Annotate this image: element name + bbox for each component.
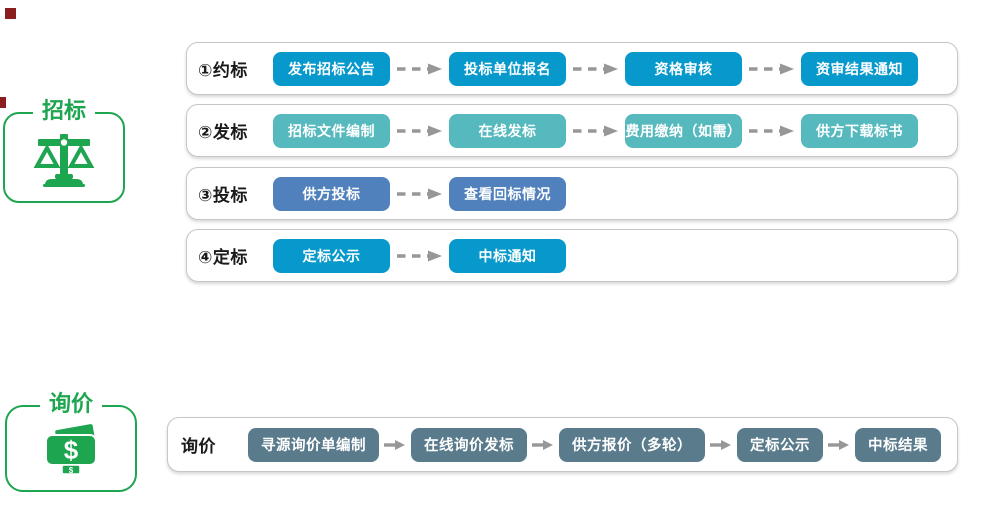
money-dollar-icon: $ $	[39, 421, 103, 477]
flow-row-label: ②发标	[198, 123, 248, 142]
dashed-arrow-icon	[390, 249, 449, 263]
flow-step: 中标结果	[855, 427, 941, 462]
watermark-square-left-edge	[0, 97, 6, 108]
flow-step: 在线询价发标	[411, 427, 527, 462]
flow-row-inquiry: 询价 寻源询价单编制在线询价发标供方报价（多轮） 定标公示中标结果	[167, 417, 958, 472]
flow-step: 投标单位报名	[449, 51, 566, 86]
flow-row-tender-phase-2: ②发标 招标文件编制 在线发标 费用缴纳（如需） 供方下载标书	[186, 104, 958, 157]
solid-arrow-icon	[705, 438, 737, 452]
solid-arrow-icon	[823, 438, 855, 452]
flow-row-tender-phase-4: ④定标 定标公示 中标通知	[186, 229, 958, 282]
tender-badge: 招标	[3, 98, 125, 203]
inquiry-badge-label: 询价	[39, 391, 103, 418]
dashed-arrow-icon	[390, 124, 449, 138]
flow-step: 资格审核	[625, 51, 742, 86]
flow-step: 定标公示	[273, 238, 390, 273]
svg-text:$: $	[64, 435, 79, 465]
balance-scale-icon	[31, 128, 97, 188]
solid-arrow-icon	[379, 438, 411, 452]
flow-row-label: ①约标	[198, 61, 248, 80]
flow-row-tender-phase-1: ①约标 发布招标公告 投标单位报名 资格审核 资审结果通知	[186, 42, 958, 95]
dashed-arrow-icon	[566, 62, 625, 76]
watermark-square-top-left	[5, 8, 16, 19]
dashed-arrow-icon	[390, 187, 449, 201]
flow-step: 寻源询价单编制	[248, 427, 379, 462]
svg-text:$: $	[69, 466, 74, 475]
flow-step: 中标通知	[449, 238, 566, 273]
dashed-arrow-icon	[742, 62, 801, 76]
flow-step: 供方投标	[273, 176, 390, 211]
inquiry-badge: 询价 $ $	[5, 391, 137, 492]
tender-badge-label: 招标	[32, 98, 96, 125]
dashed-arrow-icon	[566, 124, 625, 138]
flow-step: 发布招标公告	[273, 51, 390, 86]
dashed-arrow-icon	[742, 124, 801, 138]
flow-row-tender-phase-3: ③投标 供方投标 查看回标情况	[186, 167, 958, 220]
dashed-arrow-icon	[390, 62, 449, 76]
flow-step: 供方报价（多轮）	[559, 427, 705, 462]
flow-step: 查看回标情况	[449, 176, 566, 211]
flow-row-label: 询价	[181, 437, 216, 456]
flow-step: 招标文件编制	[273, 113, 390, 148]
flow-step: 在线发标	[449, 113, 566, 148]
flow-step: 供方下载标书	[801, 113, 918, 148]
flow-step: 费用缴纳（如需）	[625, 113, 742, 148]
flow-row-label: ④定标	[198, 248, 248, 267]
flow-step: 资审结果通知	[801, 51, 918, 86]
flow-step: 定标公示	[737, 427, 823, 462]
flow-row-label: ③投标	[198, 186, 248, 205]
solid-arrow-icon	[527, 438, 559, 452]
